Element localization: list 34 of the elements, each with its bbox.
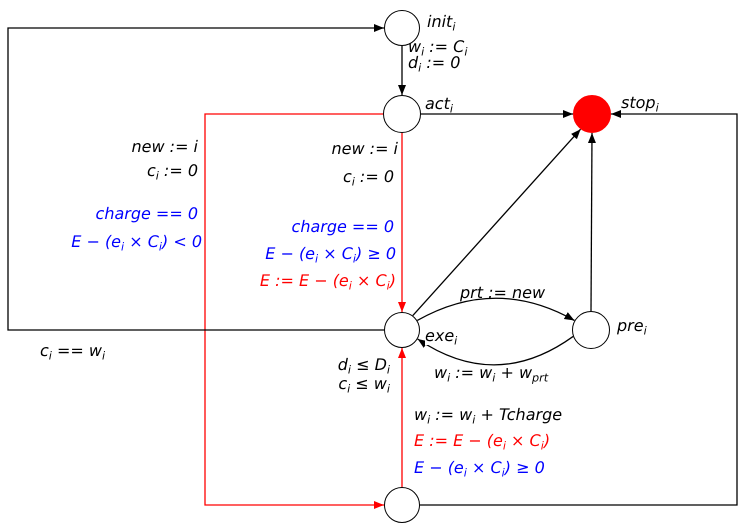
transition-annotation: d$_{i}$ := 0 [408, 54, 460, 72]
transition-annotation: E := E − (e$_{i}$ × C$_{i}$) [260, 272, 396, 290]
transition-arrow [412, 128, 582, 316]
transition-arrow [420, 110, 738, 506]
transition-arrow [417, 336, 574, 366]
transition-annotation: E − (e$_{i}$ × C$_{i}$) ≥ 0 [265, 245, 396, 264]
transition-arrow [588, 133, 596, 311]
state-label: act$_{i}$ [425, 95, 453, 114]
transition-annotation: E − (e$_{i}$ × C$_{i}$) ≥ 0 [414, 459, 545, 478]
edge-label: c$_{i}$ == w$_{i}$ [40, 342, 106, 360]
invariant-label: d$_{i}$ ≤ D$_{i}$ [338, 356, 390, 374]
transition-annotation: c$_{i}$ := 0 [342, 168, 394, 186]
transition-arrow [7, 24, 384, 331]
transition-arrow [417, 298, 575, 322]
transition-arrow [398, 348, 406, 487]
invariant-label: c$_{i}$ ≤ w$_{i}$ [338, 375, 390, 394]
state-label: init$_{i}$ [427, 13, 456, 32]
edge-label: w$_{i}$ := w$_{i}$ + w$_{prt}$ [434, 364, 548, 382]
edge-label: w$_{i}$ := C$_{i}$ [408, 38, 468, 56]
transition-arrow [398, 46, 406, 95]
edge-label: prt := new [460, 284, 546, 302]
transition-arrow [398, 133, 406, 312]
transition-annotation: E := E − (e$_{i}$ × C$_{i}$) [414, 432, 550, 450]
state-label: stop$_{i}$ [621, 94, 659, 112]
state-circle [384, 487, 420, 523]
transition-annotation: charge == 0 [292, 218, 394, 236]
edge-label: new := i [332, 140, 398, 158]
transition-arrow [421, 110, 573, 118]
edge-label: new := i [132, 138, 198, 156]
transition-annotation: charge == 0 [96, 205, 198, 224]
transition-arrow [204, 113, 384, 509]
transition-annotation: c$_{i}$ := 0 [146, 162, 198, 180]
transition-annotation: E − (e$_{i}$ × C$_{i}$) < 0 [71, 233, 202, 252]
edge-label: w$_{i}$ := w$_{i}$ + Tcharge [414, 406, 562, 424]
